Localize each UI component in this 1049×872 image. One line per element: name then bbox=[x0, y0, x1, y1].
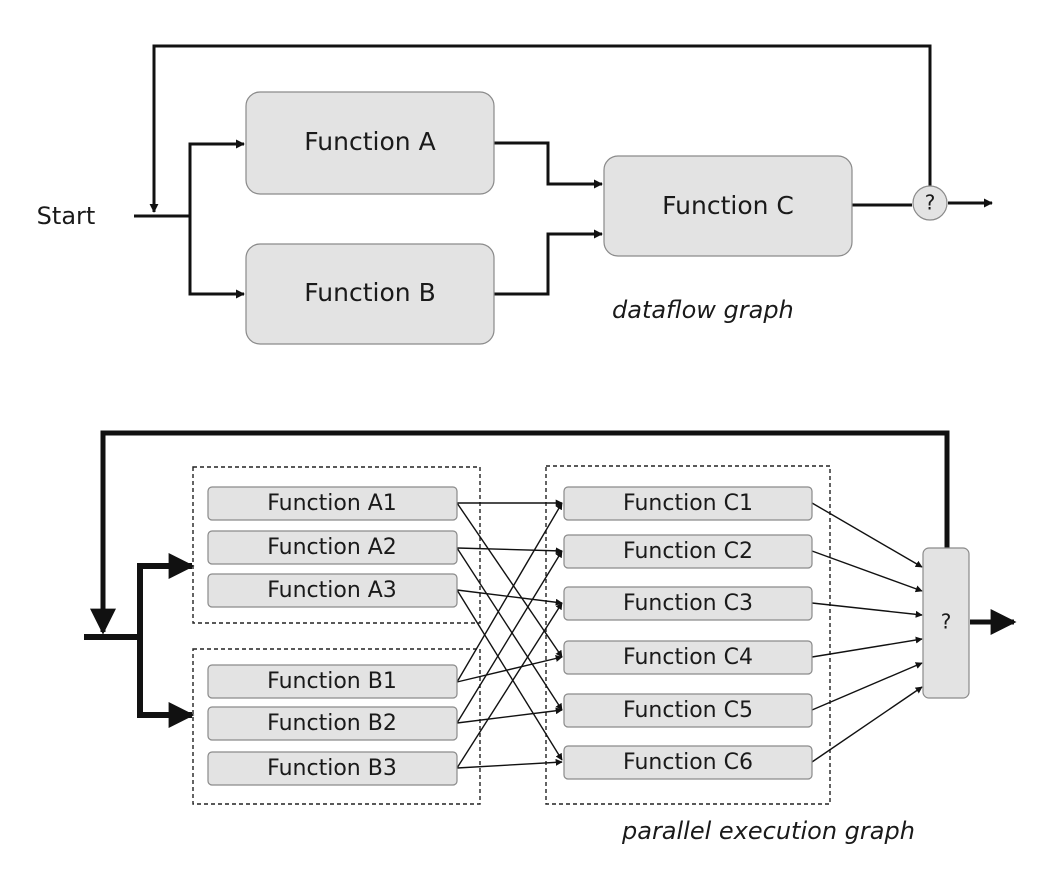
function-c-label: Function C bbox=[662, 191, 794, 220]
function-a1-label: Function A1 bbox=[267, 491, 397, 516]
function-b-node: Function B bbox=[245, 243, 495, 345]
function-c3-label: Function C3 bbox=[623, 591, 753, 616]
c5-to-decision-arrow bbox=[811, 662, 923, 711]
c2-to-decision-arrow bbox=[811, 550, 923, 593]
parallel-feedback-loop-arrow bbox=[90, 430, 950, 635]
function-a-label: Function A bbox=[304, 127, 435, 156]
function-a3-label: Function A3 bbox=[267, 578, 397, 603]
parallel-caption: parallel execution graph bbox=[621, 817, 915, 845]
function-c1-label: Function C1 bbox=[623, 491, 753, 516]
split-to-group-b-arrow bbox=[137, 637, 195, 728]
dataflow-graph: Start Function A Function B Function C ? bbox=[37, 44, 993, 345]
decision-label: ? bbox=[925, 191, 936, 215]
split-to-b-arrow bbox=[188, 216, 245, 299]
function-c5-label: Function C5 bbox=[623, 698, 753, 723]
function-c4-node: Function C4 bbox=[563, 640, 813, 675]
feedback-loop-arrow bbox=[149, 44, 932, 213]
function-c3-node: Function C3 bbox=[563, 586, 813, 621]
parallel-execution-graph: Function A1 Function A2 Function A3 Func… bbox=[84, 430, 1017, 845]
function-b-label: Function B bbox=[304, 278, 435, 307]
b-to-c-arrow bbox=[494, 229, 603, 296]
function-c2-node: Function C2 bbox=[563, 534, 813, 569]
b3-to-c6-arrow bbox=[456, 758, 563, 769]
c3-to-decision-arrow bbox=[811, 602, 923, 618]
c6-to-decision-arrow bbox=[811, 686, 923, 763]
b1-to-c4-arrow bbox=[456, 655, 563, 683]
b2-to-c5-arrow bbox=[456, 707, 563, 724]
c1-to-decision-arrow bbox=[811, 502, 923, 568]
function-b1-node: Function B1 bbox=[207, 664, 458, 699]
function-b2-node: Function B2 bbox=[207, 706, 458, 741]
function-a-node: Function A bbox=[245, 91, 495, 195]
function-b3-label: Function B3 bbox=[267, 756, 397, 781]
function-a1-node: Function A1 bbox=[207, 486, 458, 521]
group-b-container bbox=[192, 648, 481, 805]
b2-to-c2-arrow bbox=[456, 550, 563, 724]
function-a2-node: Function A2 bbox=[207, 530, 458, 565]
function-c6-node: Function C6 bbox=[563, 745, 813, 780]
a3-to-c6-arrow bbox=[456, 589, 563, 761]
a2-to-c2-arrow bbox=[456, 547, 563, 555]
b3-to-c3-arrow bbox=[456, 602, 563, 769]
function-c2-label: Function C2 bbox=[623, 539, 753, 564]
start-label: Start bbox=[37, 202, 96, 230]
function-b3-node: Function B3 bbox=[207, 751, 458, 786]
parallel-decision-label: ? bbox=[941, 610, 952, 634]
function-b1-label: Function B1 bbox=[267, 669, 397, 694]
function-c6-label: Function C6 bbox=[623, 750, 753, 775]
function-a3-node: Function A3 bbox=[207, 573, 458, 608]
merge-arrows bbox=[811, 502, 923, 763]
a3-to-c3-arrow bbox=[456, 589, 563, 606]
function-c-node: Function C bbox=[603, 155, 853, 257]
c4-to-decision-arrow bbox=[811, 636, 923, 658]
function-a2-label: Function A2 bbox=[267, 535, 397, 560]
function-c1-node: Function C1 bbox=[563, 486, 813, 521]
parallel-decision-node: ? bbox=[922, 547, 970, 699]
a2-to-c5-arrow bbox=[456, 547, 563, 711]
crossing-arrows bbox=[456, 499, 563, 769]
split-to-a-arrow bbox=[188, 139, 245, 216]
group-c-container bbox=[545, 465, 831, 805]
group-a-container bbox=[192, 466, 481, 624]
function-c5-node: Function C5 bbox=[563, 693, 813, 728]
dataflow-caption: dataflow graph bbox=[612, 296, 794, 324]
a-to-c-arrow bbox=[494, 141, 603, 189]
function-c4-label: Function C4 bbox=[623, 645, 753, 670]
decision-node: ? bbox=[912, 185, 948, 221]
split-to-group-a-arrow bbox=[137, 553, 195, 637]
function-b2-label: Function B2 bbox=[267, 711, 397, 736]
b1-to-c1-arrow bbox=[456, 502, 563, 683]
